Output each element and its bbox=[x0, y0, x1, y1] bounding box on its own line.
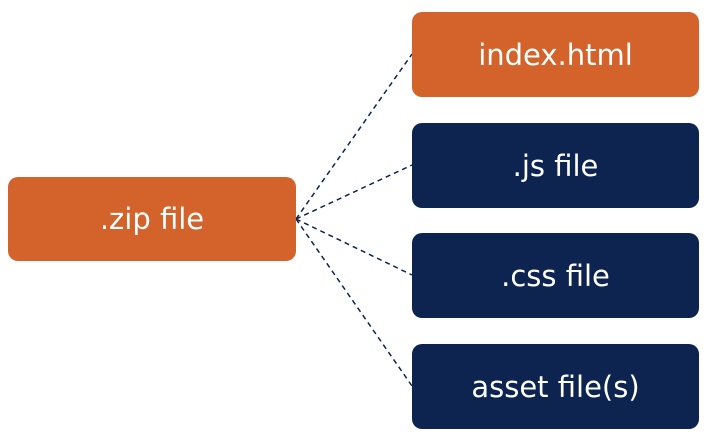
connector-asset-files bbox=[295, 218, 413, 387]
zip-file-label: .zip file bbox=[99, 202, 205, 236]
index-html-node: index.html bbox=[412, 12, 699, 97]
asset-files-label: asset file(s) bbox=[471, 369, 640, 404]
css-file-node: .css file bbox=[412, 233, 699, 318]
js-file-node: .js file bbox=[412, 123, 699, 208]
js-file-label: .js file bbox=[512, 148, 599, 183]
zip-file-node: .zip file bbox=[8, 177, 296, 261]
connector-index-html bbox=[295, 53, 413, 220]
asset-files-node: asset file(s) bbox=[412, 344, 699, 429]
connector-css-file bbox=[295, 218, 413, 276]
css-file-label: .css file bbox=[501, 258, 610, 293]
index-html-label: index.html bbox=[478, 37, 633, 72]
connector-js-file bbox=[295, 164, 413, 220]
